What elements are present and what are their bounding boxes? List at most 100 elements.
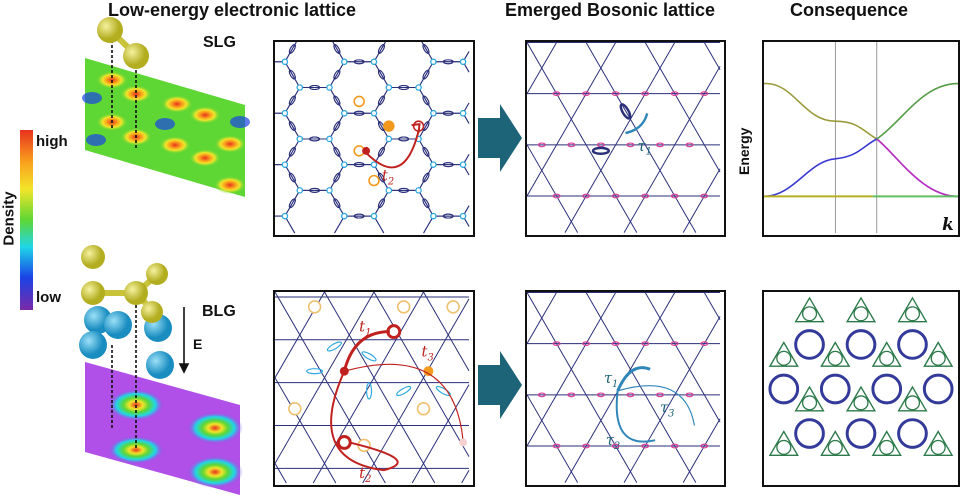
lattice-site (430, 161, 437, 168)
label-t2-subscript: 2 (364, 474, 371, 485)
bond-orbital (326, 341, 342, 352)
lattice-site (281, 58, 289, 65)
lattice-site (281, 110, 289, 117)
lattice-bond (373, 215, 385, 234)
loop-current-large (845, 418, 877, 449)
lattice-site (385, 187, 393, 194)
bond-orbital (442, 162, 454, 168)
label-t1: t1 (359, 319, 371, 339)
lattice-bond (284, 87, 301, 114)
bond-orbital (442, 59, 454, 65)
lattice-site (459, 161, 467, 168)
lattice-bond (644, 292, 721, 423)
lattice-bond (418, 138, 434, 165)
highlight-site (353, 95, 365, 108)
loop-current-small (930, 350, 946, 366)
lattice-bond (284, 215, 296, 234)
triangle-plaquette (820, 341, 851, 367)
boson-site (552, 341, 561, 347)
bond-orbital (288, 95, 296, 106)
loop-current-small (801, 395, 818, 411)
arrow-icon (478, 351, 522, 419)
density-peak (108, 436, 164, 464)
boson-site (611, 341, 620, 347)
lattice-bond (418, 61, 434, 88)
bond-orbital (333, 146, 341, 157)
lattice-bond (623, 316, 721, 483)
boson-site (685, 392, 694, 398)
lattice-bond (527, 394, 579, 483)
bond-orbital (422, 198, 430, 209)
highlight-site (446, 300, 460, 314)
slg-bosonic-lattice: τ1 (525, 40, 726, 237)
triangular-lattice (275, 292, 470, 484)
triangle-plaquette (871, 430, 902, 457)
highlight-site (288, 402, 302, 416)
boson-site (655, 392, 665, 398)
bond-orbital (288, 198, 296, 209)
boson-site (670, 443, 679, 449)
label-t1-subscript: 1 (365, 328, 371, 339)
lattice-site (296, 187, 303, 194)
bond-orbital (309, 136, 321, 142)
bond-orbital (333, 198, 341, 209)
bond-orbital (377, 121, 385, 131)
highlight-site (307, 300, 322, 314)
lattice-bond (623, 66, 721, 233)
slg-atoms (97, 17, 149, 69)
bond-orbital (288, 146, 296, 157)
loop-current-small (904, 306, 921, 322)
lattice-bond (312, 292, 424, 484)
bond-orbital (288, 172, 296, 183)
lattice-site (341, 58, 348, 65)
hopping-t2-arrow (330, 370, 399, 472)
lattice-site (459, 212, 467, 220)
lattice-bond (527, 144, 579, 233)
density-colorbar (20, 130, 33, 310)
loop-current-large (768, 373, 800, 405)
origin-site (362, 146, 371, 155)
lattice-bond (324, 292, 436, 484)
boson-site (670, 91, 679, 97)
triangle-plaquette (768, 430, 799, 457)
triangle-plaquette (820, 430, 851, 457)
loop-current-small (801, 306, 818, 322)
lattice-site (341, 212, 348, 220)
lattice-site (281, 161, 289, 168)
density-peak (214, 135, 246, 153)
boson-site (596, 142, 605, 148)
boson-site (611, 443, 620, 449)
lattice-site (281, 212, 289, 220)
bond-orbital (361, 351, 377, 362)
lattice-bond (682, 418, 721, 483)
bond-orbital (333, 172, 341, 183)
colorbar-high: high (36, 133, 68, 150)
triangle-plaquette (845, 385, 877, 412)
label-tau1-subscript: 1 (612, 379, 618, 390)
bond-orbital (377, 198, 385, 209)
bond-orbital (365, 382, 373, 400)
arrowhead-icon (411, 123, 421, 134)
lattice-bond (585, 292, 697, 483)
bond-orbital (333, 95, 341, 106)
band-upper-right (876, 82, 958, 140)
boson-site (685, 142, 694, 148)
bond-orbital (396, 385, 412, 397)
lattice-bond (527, 292, 638, 483)
label-tau3: τ3 (660, 400, 674, 420)
highlight-site (423, 366, 434, 377)
bond-orbital (288, 69, 296, 80)
lattice-bond (329, 138, 345, 165)
boson-site (670, 341, 679, 347)
boson-site (567, 392, 576, 398)
title-electronic: Low-energy electronic lattice (108, 0, 357, 20)
density-peak (159, 136, 191, 154)
lattice-bond (334, 215, 345, 234)
target-site (459, 438, 468, 447)
lattice-bond (418, 112, 434, 140)
lattice-site (341, 110, 348, 117)
slg-electronic-lattice: t2 (273, 40, 475, 237)
lattice-bond (421, 42, 434, 63)
arrow-icon (478, 104, 522, 172)
boson-site (670, 193, 679, 199)
